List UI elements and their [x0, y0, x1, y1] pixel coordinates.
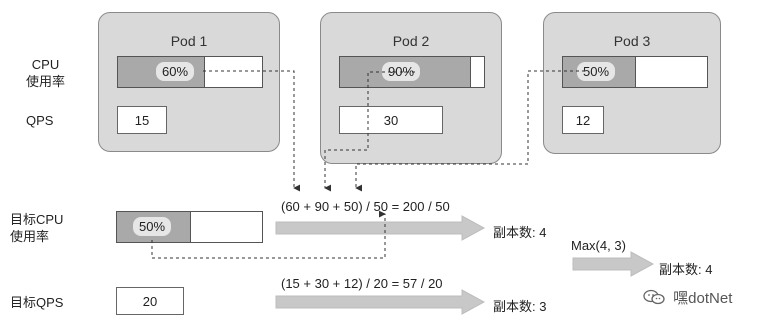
target-qps-label: 目标QPS: [10, 295, 64, 310]
pod-3: Pod 3 50% 12: [543, 12, 721, 154]
qps-block-arrow: [275, 289, 486, 315]
max-expression: Max(4, 3): [571, 238, 626, 253]
cpu-block-arrow: [275, 215, 486, 241]
pod-2-title: Pod 2: [392, 33, 430, 49]
pod-2-connector: [324, 71, 415, 192]
target-qps-value: 20: [116, 287, 184, 315]
pod-1-connector: [203, 70, 301, 192]
pod-1: Pod 1 60% 15: [98, 12, 280, 152]
wechat-icon: [643, 289, 665, 305]
pod-3-qps-value: 12: [562, 106, 604, 134]
target-cpu-value: 50%: [133, 217, 172, 236]
pod-3-cpu-bar: 50%: [562, 56, 708, 88]
target-cpu-label-line1: 目标CPU: [10, 212, 64, 227]
pod-2-qps-value: 30: [339, 106, 443, 134]
pod-1-cpu-bar: 60%: [117, 56, 263, 88]
pod-2: Pod 2 90% 30: [320, 12, 502, 164]
watermark: 嘿dotNet: [643, 287, 732, 308]
cpu-usage-label-line2: 使用率: [26, 74, 66, 89]
cpu-formula: (60 + 90 + 50) / 50 = 200 / 50: [281, 199, 450, 214]
qps-replicas-result: 副本数: 3: [493, 299, 547, 314]
target-cpu-label-line2: 使用率: [10, 229, 50, 244]
pod-3-title: Pod 3: [613, 33, 651, 49]
pod-1-cpu-value: 60%: [156, 62, 195, 81]
pod-1-title: Pod 1: [170, 33, 208, 49]
target-cpu-connector: [151, 210, 386, 259]
final-block-arrow: [572, 251, 655, 277]
watermark-text: 嘿dotNet: [673, 290, 733, 307]
cpu-usage-label-line1: CPU: [31, 57, 60, 72]
cpu-usage-label: CPU 使用率: [26, 56, 65, 90]
target-cpu-bar: 50%: [116, 211, 263, 243]
target-cpu-label: 目标CPU 使用率: [10, 211, 63, 245]
pod-1-qps-value: 15: [117, 106, 167, 134]
final-replicas-result: 副本数: 4: [659, 262, 713, 277]
qps-formula: (15 + 30 + 12) / 20 = 57 / 20: [281, 276, 443, 291]
pod-2-cpu-bar: 90%: [339, 56, 485, 88]
qps-label: QPS: [26, 113, 54, 128]
cpu-replicas-result: 副本数: 4: [493, 225, 547, 240]
pod-3-cpu-value: 50%: [577, 62, 616, 81]
pod-3-connector: [355, 70, 585, 192]
